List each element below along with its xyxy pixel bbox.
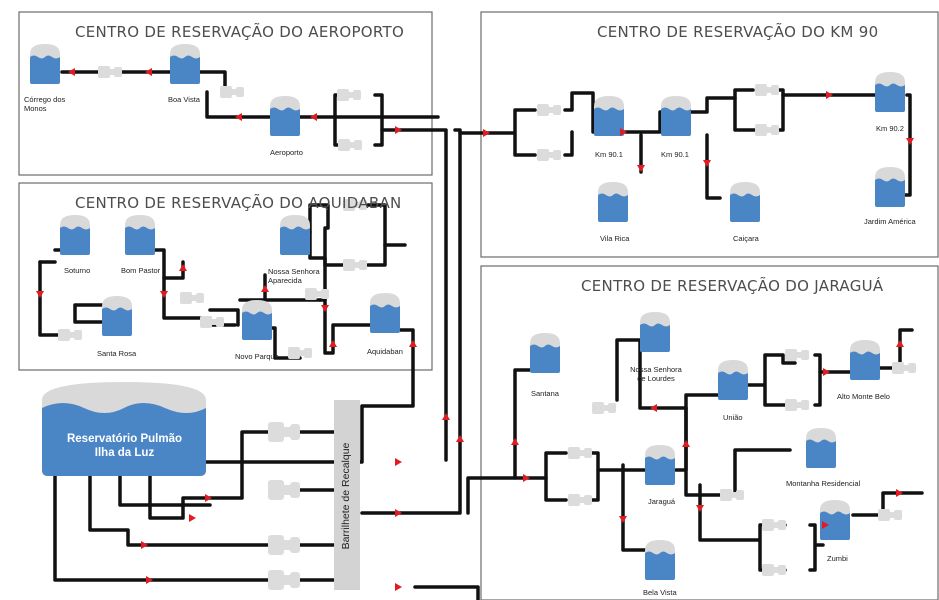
tank-alto-monte-belo xyxy=(850,340,880,380)
label-caicara: Caiçara xyxy=(733,234,759,243)
tank-novo-parque xyxy=(242,300,272,340)
label-vila-rica: Vila Rica xyxy=(600,234,630,243)
barrilhete-label: Barrilhete de Recalque xyxy=(340,442,352,550)
tank-km-90-2 xyxy=(875,72,905,112)
label-bom-pastor: Bom Pastor xyxy=(121,266,161,275)
tank-montanha-residencial xyxy=(806,428,836,468)
reservatorio-pulmao-label: Reservatório Pulmão Ilha da Luz xyxy=(52,432,197,460)
tank-jardim-america xyxy=(875,167,905,207)
tank-uniao xyxy=(718,360,748,400)
label-nsl-line2: de Lourdes xyxy=(637,374,675,383)
label-km-90-2: Km 90.2 xyxy=(876,124,904,133)
tank-boa-vista xyxy=(170,44,200,84)
tank-nossa-senhora-aparecida xyxy=(280,215,310,255)
label-santa-rosa: Santa Rosa xyxy=(97,349,137,358)
label-corrego-line2: Monos xyxy=(24,104,47,113)
tank-zumbi xyxy=(820,500,850,540)
reservatorio-pulmao-line1: Reservatório Pulmão xyxy=(66,433,183,445)
region-title-aquidaban: CENTRO DE RESERVAÇÃO DO AQUIDABAN xyxy=(75,194,402,212)
label-corrego-dos-monos: Córrego dos Monos xyxy=(24,95,65,113)
label-alto-monte-belo: Alto Monte Belo xyxy=(837,392,890,401)
tank-bom-pastor xyxy=(125,215,155,255)
tank-km-90-1-b xyxy=(661,96,691,136)
label-montanha-residencial: Montanha Residencial xyxy=(786,479,861,488)
label-novo-parque: Novo Parque xyxy=(235,352,279,361)
tank-aquidaban xyxy=(370,293,400,333)
label-santana: Santana xyxy=(531,389,559,398)
tank-aeroporto xyxy=(270,96,300,136)
region-frame-jaragua xyxy=(480,265,939,600)
region-frame-aquidaban xyxy=(18,182,433,371)
label-nsa-line2: Aparecida xyxy=(268,276,302,285)
tank-corrego-dos-monos xyxy=(30,44,60,84)
label-aquidaban: Aquidaban xyxy=(367,347,403,356)
tank-nossa-senhora-de-lourdes xyxy=(640,312,670,352)
label-aeroporto: Aeroporto xyxy=(270,148,303,157)
tank-km-90-1-a xyxy=(594,96,624,136)
tank-jaragua xyxy=(645,445,675,485)
region-title-jaragua: CENTRO DE RESERVAÇÃO DO JARAGUÁ xyxy=(581,277,884,295)
label-km-90-1-b: Km 90.1 xyxy=(661,150,689,159)
region-title-km90: CENTRO DE RESERVAÇÃO DO KM 90 xyxy=(597,23,879,41)
tank-bela-vista xyxy=(645,540,675,580)
barrilhete-de-recalque xyxy=(334,400,360,590)
label-nsl-line1: Nossa Senhora xyxy=(630,365,682,374)
region-title-aeroporto: CENTRO DE RESERVAÇÃO DO AEROPORTO xyxy=(75,23,405,41)
label-nossa-senhora-de-lourdes: Nossa Senhora de Lourdes xyxy=(624,365,688,383)
pumps xyxy=(58,66,916,590)
label-uniao: União xyxy=(723,413,743,422)
region-frame-aeroporto xyxy=(18,11,433,176)
tank-vila-rica xyxy=(598,182,628,222)
label-soturno: Soturno xyxy=(64,266,91,275)
label-zumbi: Zumbi xyxy=(827,554,848,563)
reservatorio-pulmao xyxy=(42,382,206,476)
label-nsa-line1: Nossa Senhora xyxy=(268,267,320,276)
label-jardim-america: Jardim América xyxy=(864,217,916,226)
tank-soturno xyxy=(60,215,90,255)
label-boa-vista: Boa Vista xyxy=(168,95,200,104)
label-km-90-1-a: Km 90.1 xyxy=(595,150,623,159)
label-jaragua: Jaraguá xyxy=(648,497,676,506)
label-bela-vista: Bela Vista xyxy=(643,588,677,597)
flow-arrows xyxy=(36,68,914,591)
reservatorio-pulmao-line2: Ilha da Luz xyxy=(94,447,155,459)
tank-santana xyxy=(530,333,560,373)
label-nossa-senhora-aparecida: Nossa Senhora Aparecida xyxy=(268,267,320,285)
label-corrego-line1: Córrego dos xyxy=(24,95,66,104)
tank-caicara xyxy=(730,182,760,222)
tank-santa-rosa xyxy=(102,296,132,336)
